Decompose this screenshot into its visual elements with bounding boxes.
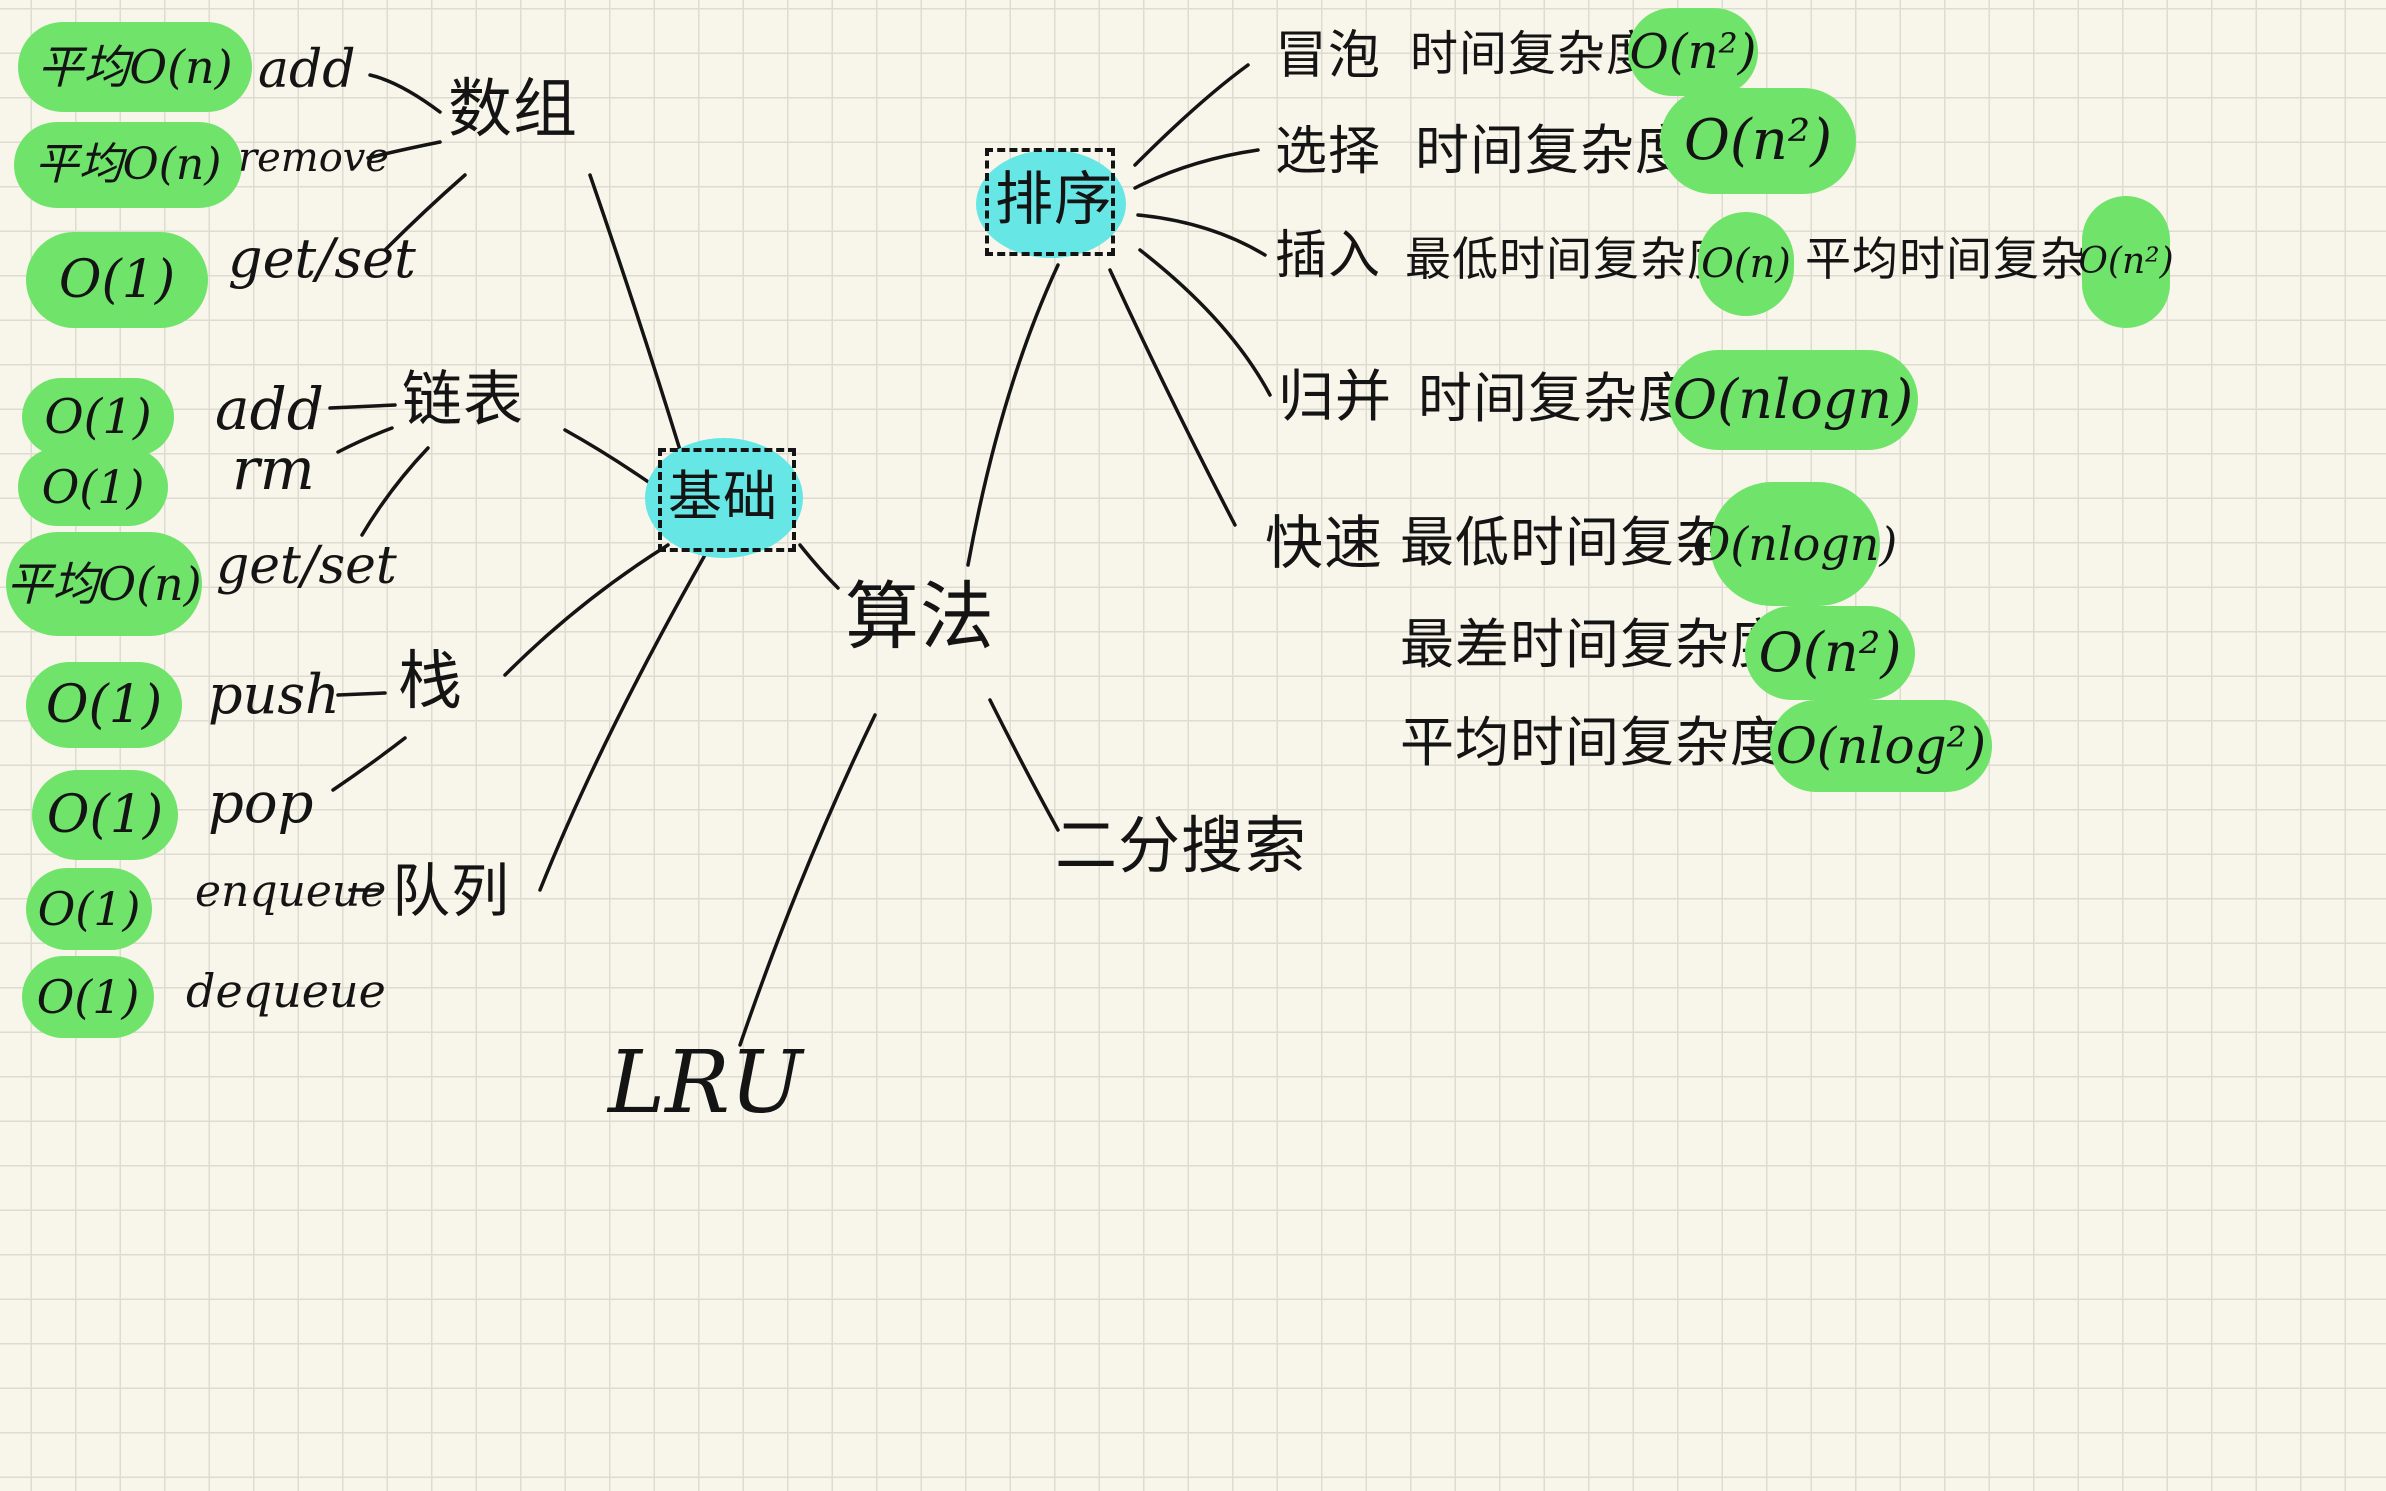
link-array-getset [383, 173, 467, 252]
link-list-basics [563, 428, 662, 492]
sorting-node-highlight [976, 150, 1126, 258]
array-label: 数组 [448, 73, 578, 147]
root-node-label: 算法 [845, 574, 995, 660]
quick-sort-best-complexity: O(nlogn) [1693, 482, 1897, 606]
list-getset-complexity: 平均O(n) [6, 532, 202, 636]
link-list-add [328, 403, 397, 410]
sorting-node-box [985, 148, 1115, 256]
link-root-binary [988, 698, 1060, 832]
link-array-basics [588, 173, 682, 452]
basics-node-label: 基础 [668, 465, 778, 528]
queue-label: 队列 [392, 857, 511, 925]
bubble-sort-complexity: O(n²) [1628, 8, 1758, 96]
lru-label: LRU [608, 1033, 803, 1133]
sorting-node-label: 排序 [995, 165, 1114, 233]
selection-sort-label: 选择 [1275, 122, 1382, 182]
list-rm-op: rm [232, 435, 315, 503]
array-remove-complexity: 平均O(n) [14, 122, 242, 208]
link-sort-insertion [1136, 213, 1267, 257]
array-getset-complexity: O(1) [26, 232, 208, 328]
link-sort-merge [1138, 248, 1272, 397]
link-root-sort [966, 263, 1060, 567]
link-stack-push [336, 691, 387, 697]
stack-label: 栈 [398, 645, 463, 719]
list-rm-complexity: O(1) [18, 448, 168, 526]
link-queue-basics [538, 553, 707, 892]
bubble-sort-desc: 时间复杂度 [1410, 26, 1656, 82]
quick-sort-avg-desc: 平均时间复杂度 [1400, 711, 1785, 774]
stack-push-complexity: O(1) [26, 662, 182, 748]
queue-enqueue-op: enqueue [195, 866, 387, 917]
linked-list-label: 链表 [402, 365, 524, 435]
link-stack-basics [503, 543, 670, 677]
link-sort-bubble [1133, 63, 1250, 167]
quick-sort-worst-desc: 最差时间复杂度 [1400, 613, 1785, 676]
queue-dequeue-complexity: O(1) [22, 956, 154, 1038]
list-getset-op: get/set [216, 536, 397, 596]
insertion-sort-label: 插入 [1275, 226, 1382, 286]
quick-sort-label: 快速 [1265, 509, 1384, 577]
insertion-sort-complexity: O(n) [1698, 212, 1794, 316]
merge-sort-complexity: O(nlogn) [1668, 350, 1918, 450]
array-add-complexity: 平均O(n) [18, 22, 252, 112]
link-list-getset [360, 446, 430, 537]
queue-dequeue-op: dequeue [186, 964, 386, 1018]
bubble-sort-label: 冒泡 [1275, 26, 1382, 86]
merge-sort-label: 归并 [1278, 365, 1392, 430]
basics-node-highlight [645, 438, 803, 558]
list-add-complexity: O(1) [22, 378, 174, 456]
stack-push-op: push [208, 663, 340, 726]
queue-enqueue-complexity: O(1) [26, 868, 152, 950]
array-getset-op: get/set [228, 227, 416, 290]
selection-sort-desc: 时间复杂度 [1415, 119, 1690, 182]
stack-pop-op: pop [208, 771, 314, 836]
link-sort-selection [1133, 148, 1260, 190]
quick-sort-worst-complexity: O(n²) [1745, 606, 1915, 700]
link-stack-pop [331, 736, 407, 792]
array-remove-op: remove [238, 135, 390, 181]
selection-sort-complexity: O(n²) [1660, 88, 1856, 194]
link-list-rm [336, 426, 394, 454]
basics-node-box [658, 448, 796, 552]
link-basics-root [798, 543, 840, 590]
merge-sort-desc: 时间复杂度 [1418, 367, 1693, 430]
binary-search-label: 二分搜索 [1055, 809, 1308, 882]
link-root-lru [738, 713, 877, 1047]
list-add-op: add [215, 375, 324, 443]
insertion-sort-desc2: 平均时间复杂度 [1805, 232, 2134, 286]
link-array-add [368, 73, 442, 114]
insertion-sort-complexity2: O(n²) [2078, 196, 2174, 328]
quick-sort-avg-complexity: O(nlog²) [1770, 700, 1992, 792]
link-sort-quick [1108, 268, 1237, 527]
stack-pop-complexity: O(1) [32, 770, 178, 860]
insertion-sort-desc: 最低时间复杂度 [1405, 232, 1734, 286]
array-add-op: add [258, 40, 356, 100]
link-array-remove [366, 140, 442, 160]
